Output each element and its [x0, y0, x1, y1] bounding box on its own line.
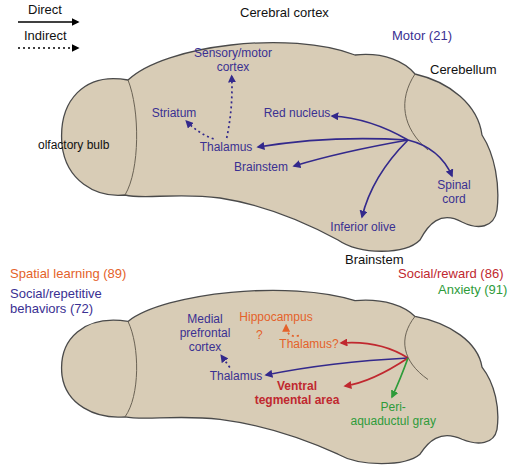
- region-name: Peri- aquaductul gray: [350, 400, 436, 428]
- legend-text: Direct: [28, 3, 62, 17]
- annotation-label: Brainstem: [345, 252, 404, 267]
- region-node: Inferior olive: [318, 220, 408, 234]
- legend-text: Indirect: [24, 29, 67, 43]
- region-node: Peri- aquaductul gray: [350, 400, 436, 428]
- brain-sagittal: [62, 43, 498, 252]
- projection-arrow: [258, 139, 408, 147]
- projection-arrow: [392, 358, 408, 397]
- region-name: Thalamus: [196, 140, 256, 154]
- region-node: Thalamus: [206, 369, 266, 383]
- projection-connector: [286, 325, 299, 336]
- projection-arrow: [341, 343, 408, 358]
- region-name: Inferior olive: [318, 220, 408, 234]
- annotation-label: Motor (21): [392, 28, 452, 43]
- projection-connector: [221, 356, 230, 368]
- region-name: Ventral tegmental area: [250, 379, 344, 407]
- region-node: Red nucleus: [262, 106, 332, 120]
- annotation-label: Anxiety (91): [438, 282, 507, 297]
- region-node: Thalamus?: [278, 337, 340, 351]
- region-name: Thalamus: [206, 369, 266, 383]
- projection-arrow: [332, 116, 408, 140]
- region-node: Striatum: [146, 106, 202, 120]
- brain-outline: [62, 43, 498, 252]
- region-border: [405, 74, 428, 150]
- region-node: Spinal cord: [432, 178, 476, 206]
- region-name: Hippocampus: [238, 310, 314, 324]
- region-node: Thalamus: [196, 140, 256, 154]
- region-name: Spinal cord: [432, 178, 476, 206]
- projection-arrow: [362, 140, 408, 217]
- region-name: Striatum: [146, 106, 202, 120]
- annotation-label: olfactory bulb: [38, 138, 109, 152]
- direct-sample: [18, 21, 78, 23]
- region-node: Brainstem: [230, 160, 292, 174]
- indirect-sample: [18, 47, 78, 49]
- annotation-label: ?: [256, 328, 263, 342]
- annotation-label: Spatial learning (89): [10, 266, 126, 281]
- annotation-label: Cerebral cortex: [240, 5, 329, 20]
- region-border: [125, 80, 137, 195]
- annotation-label: Cerebellum: [430, 62, 496, 77]
- region-node: Hippocampus: [238, 310, 314, 324]
- region-name: Sensory/motor cortex: [192, 46, 274, 74]
- region-name: Brainstem: [230, 160, 292, 174]
- projection-connector: [186, 121, 213, 139]
- region-node: Sensory/motor cortex: [192, 46, 274, 74]
- brain-sagittal: [62, 290, 498, 463]
- region-name: Red nucleus: [262, 106, 332, 120]
- region-node: Ventral tegmental area: [250, 379, 344, 407]
- projection-connector: [227, 76, 232, 138]
- projection-arrow: [266, 358, 408, 375]
- annotation-label: Social/reward (86): [398, 266, 504, 281]
- annotation-label: Social/repetitive behaviors (72): [10, 286, 122, 316]
- region-node: Medial prefrontal cortex: [175, 312, 235, 354]
- projection-arrow: [294, 140, 408, 166]
- region-name: Medial prefrontal cortex: [175, 312, 235, 354]
- projection-arrow: [408, 140, 452, 176]
- region-name: Thalamus?: [278, 337, 340, 351]
